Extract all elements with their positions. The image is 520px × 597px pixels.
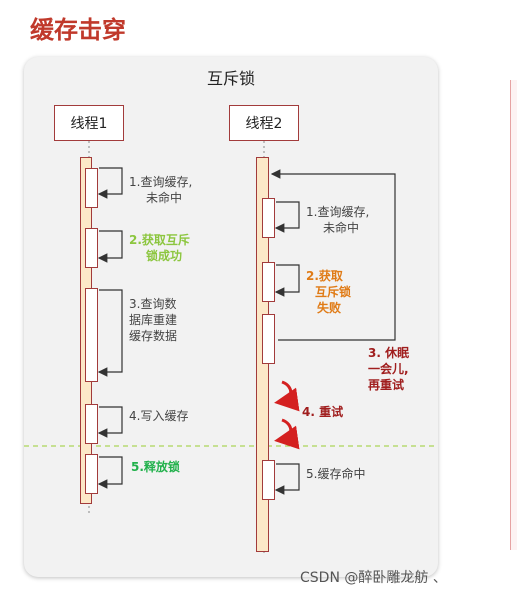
thread1-activation-1 <box>85 168 98 208</box>
t2-step-1: 1.查询缓存, 未命中 <box>306 205 370 235</box>
adjacent-panel-edge <box>510 80 517 550</box>
t2-step-5: 5.缓存命中 <box>306 467 366 481</box>
retry-loop-arrow <box>270 169 396 341</box>
retry-curve-2 <box>274 418 300 450</box>
t1-arrow-2 <box>97 230 123 263</box>
t2-arrow-5 <box>274 463 300 495</box>
t1-step-5: 5.释放锁 <box>131 460 180 474</box>
t2-step-3: 3. 休眠 一会儿, 再重试 <box>368 346 410 392</box>
thread2-header: 线程2 <box>229 105 299 141</box>
t2-step-2: 2.获取 互斥锁 失败 <box>306 269 352 315</box>
t2-arrow-2 <box>274 264 300 297</box>
t2-step-4: 4. 重试 <box>302 405 344 419</box>
t1-arrow-5 <box>97 456 123 489</box>
t1-step-1: 1.查询缓存, 未命中 <box>129 175 193 205</box>
t1-step-3: 3.查询数 据库重建 缓存数据 <box>129 297 178 343</box>
thread2-activation-5 <box>262 460 275 500</box>
thread1-header: 线程1 <box>54 105 124 141</box>
page-title: 缓存击穿 <box>30 16 126 44</box>
thread1-activation-2 <box>85 228 98 268</box>
thread1-activation-4 <box>85 404 98 444</box>
thread2-activation-1 <box>262 198 275 238</box>
watermark: CSDN @醉卧雕龙舫 、 <box>300 570 447 586</box>
t1-step-2: 2.获取互斥 锁成功 <box>129 233 190 263</box>
thread2-activation-2 <box>262 262 275 302</box>
thread1-activation-3 <box>85 288 98 382</box>
thread1-activation-5 <box>85 454 98 494</box>
thread2-activation-3 <box>262 314 275 364</box>
retry-curve-1 <box>274 380 300 412</box>
t1-arrow-1 <box>97 167 123 199</box>
t1-arrow-4 <box>97 406 123 438</box>
t1-arrow-3 <box>97 289 123 377</box>
diagram-title: 互斥锁 <box>206 69 255 88</box>
t2-arrow-1 <box>274 201 300 233</box>
t1-step-4: 4.写入缓存 <box>129 409 189 423</box>
